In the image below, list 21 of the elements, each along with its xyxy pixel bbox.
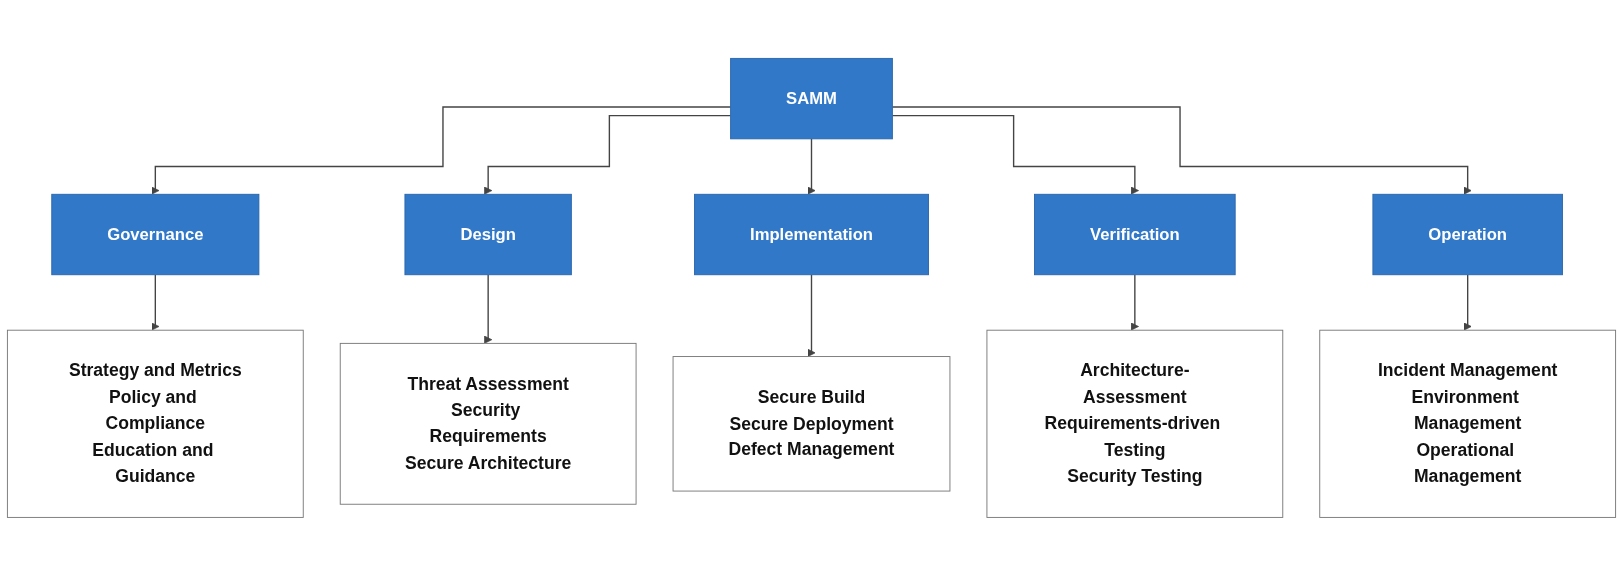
node-box: Strategy and Metrics Policy and Compliance Education and Guidance [6,329,304,518]
node-box: Operation [1372,193,1563,275]
node-box: SAMM [730,57,893,139]
arrow [807,137,816,195]
arrow [484,114,732,195]
node-box: Incident Management Environment Management Operational Management [1319,329,1617,518]
node-box: Implementation [694,193,929,275]
arrow [151,273,160,331]
arrow [891,114,1139,195]
arrow [891,105,1472,195]
arrow [151,105,732,195]
arrow [807,273,816,357]
node-box: Threat Assessment Security Requirements Secure Architecture [339,342,637,505]
arrow [484,273,493,344]
arrow [1130,273,1139,331]
node-box: Architecture-Assessment Requirements-driven Testing Security Testing [986,329,1284,518]
node-box: Design [404,193,572,275]
arrow [1463,273,1472,331]
node-box: Governance [51,193,260,275]
node-box: Verification [1034,193,1236,275]
node-box: Secure Build Secure Deployment Defect Management [672,355,951,492]
